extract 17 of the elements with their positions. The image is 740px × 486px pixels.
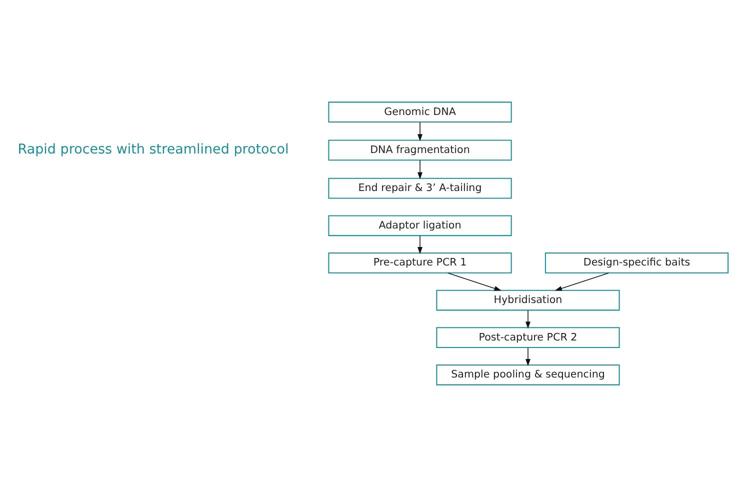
arrow: [418, 159, 423, 179]
node-box: DNA fragmentation: [328, 139, 512, 160]
arrow: [525, 346, 530, 366]
node-box: Post-capture PCR 2: [436, 326, 620, 348]
arrow: [418, 234, 423, 254]
node-box: Genomic DNA: [328, 101, 512, 122]
arrow: [418, 121, 423, 141]
arrow: [525, 310, 530, 328]
node-box: End repair & 3’ A-tailing: [328, 177, 512, 198]
node-box: Sample pooling & sequencing: [436, 364, 620, 385]
node-box: Adaptor ligation: [328, 214, 512, 236]
node-box: Hybridisation: [436, 289, 620, 310]
label: Rapid process with streamlined protocol: [18, 140, 289, 157]
node-box: Pre-capture PCR 1: [328, 252, 512, 273]
node-box: Design-specific baits: [544, 252, 729, 273]
arrow: [554, 272, 610, 290]
arrow: [447, 272, 502, 290]
